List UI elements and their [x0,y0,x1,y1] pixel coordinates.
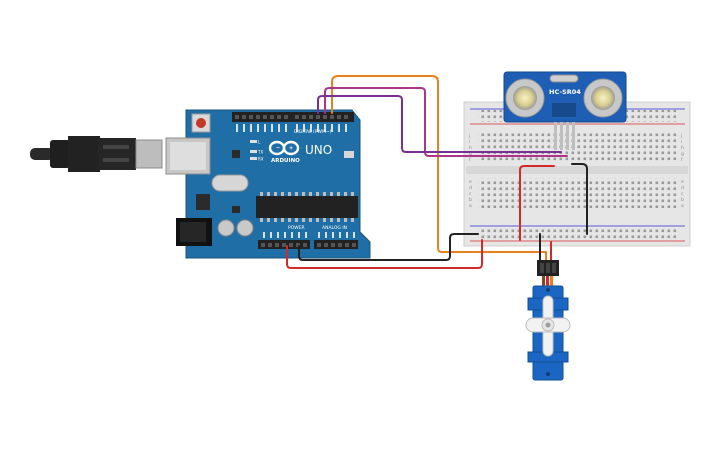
row-label: c [681,192,684,197]
capacitor-2 [236,219,254,237]
sensor-receiver [591,86,615,110]
row-label: c [469,192,472,197]
row-label: d [469,185,472,191]
wire-magenta[interactable] [324,87,568,157]
digital-header [232,112,354,122]
sensor-crystal [549,74,579,83]
row-label: b [469,197,472,203]
row-label: j [468,133,470,139]
row-label: j [680,133,682,139]
arduino-uno-board: DIGITAL (PWM~) L TX RX − + ARDUINO UNO [165,109,371,259]
row-label: a [469,204,472,209]
sensor-transmitter [513,86,537,110]
svg-text:−: − [276,145,280,151]
digital-header-label: DIGITAL (PWM~) [294,129,332,135]
analog-header-label: ANALOG IN [322,225,347,231]
sensor-model-label: HC-SR04 [549,88,581,96]
breadboard: j i h g f e d c b a j i h g f e d c b a [463,101,691,247]
row-label: i [681,139,682,145]
lower-terminal-strip [478,178,678,208]
wires [286,75,588,269]
hc-sr04-sensor: HC-SR04 [503,71,627,150]
row-label: f [681,157,683,163]
arduino-brand-label: ARDUINO [271,158,300,164]
wire-black-ground[interactable] [298,233,479,261]
power-header-label: POWER [288,225,305,231]
wire-orange[interactable] [331,75,547,263]
servo-horn[interactable] [525,295,571,357]
reset-button[interactable] [196,118,206,128]
row-label: d [681,185,684,191]
row-label: g [469,152,472,157]
row-label: a [681,204,684,209]
tx-led-label: TX [257,150,263,155]
wire-red-power[interactable] [286,239,483,269]
row-label: f [469,157,471,163]
wire-purple[interactable] [317,95,562,153]
wire-black-jumper[interactable] [571,163,588,235]
wire-red-jumper[interactable] [519,165,555,241]
row-label: i [469,139,470,145]
row-label: b [681,197,684,203]
l-led-label: L [258,140,261,145]
upper-terminal-strip [478,132,678,162]
analog-header [314,240,358,249]
svg-text:+: + [289,146,293,152]
row-label: h [469,145,472,151]
crystal-oscillator [211,174,249,192]
row-label: h [681,145,684,151]
capacitor-1 [217,219,235,237]
arduino-model-label: UNO [305,143,332,157]
row-label: e [469,180,472,185]
rx-led-label: RX [258,157,264,162]
usb-cable [30,136,163,172]
atmega-chip [256,196,358,218]
servo-motor [525,260,571,381]
arduino-logo-icon [268,140,300,156]
row-label: g [681,152,684,157]
bottom-power-rail [478,227,678,239]
row-label: e [681,180,684,185]
